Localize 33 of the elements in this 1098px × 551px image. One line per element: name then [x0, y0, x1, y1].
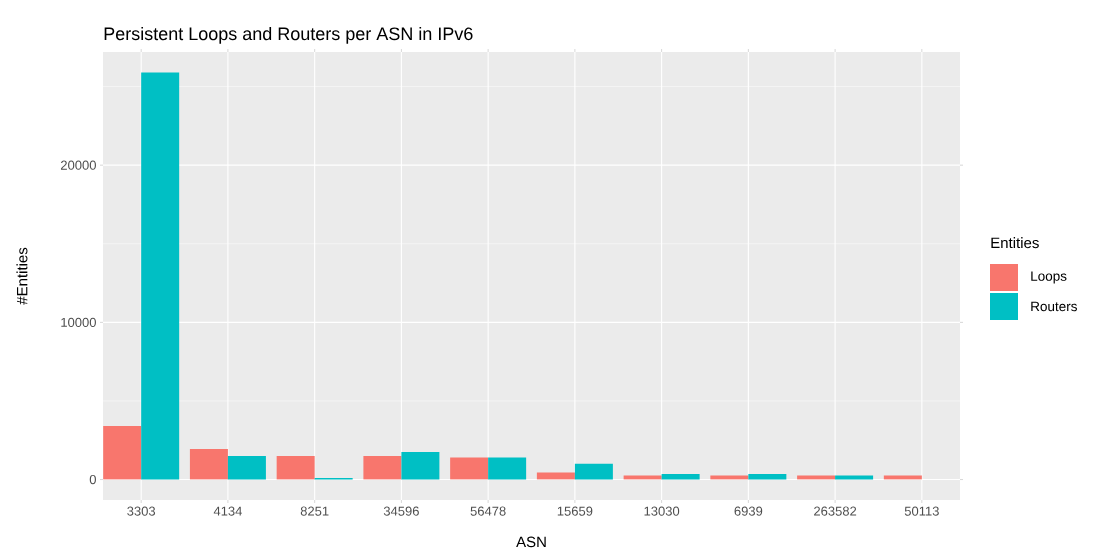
x-tick-label: 13030	[644, 506, 680, 516]
x-axis-title: ASN	[516, 536, 546, 548]
x-tick-label: 6939	[734, 506, 763, 516]
bar	[227, 455, 266, 480]
legend-label: Routers	[1031, 301, 1077, 312]
bar	[103, 426, 142, 480]
x-tick-label: 263582	[814, 506, 857, 516]
bar	[401, 452, 440, 480]
chart-title: Persistent Loops and Routers per ASN in IPv6	[104, 26, 473, 44]
legend-label: Loops	[1031, 271, 1067, 284]
x-tick-label: 3303	[127, 506, 156, 516]
x-tick-label: 50113	[904, 506, 939, 516]
bar	[141, 72, 180, 480]
bar	[574, 463, 613, 480]
bar	[488, 457, 527, 480]
y-axis-title: #Entities	[16, 247, 28, 305]
x-tick-label: 8251	[300, 506, 329, 516]
bar	[835, 475, 874, 480]
y-tick-label: 0	[89, 474, 96, 485]
legend-title: Entities	[991, 237, 1039, 249]
y-tick-label: 10000	[61, 317, 96, 327]
bar	[363, 455, 402, 480]
bar	[748, 474, 787, 480]
x-tick-label: 4134	[213, 506, 242, 516]
x-tick-label: 56478	[470, 506, 506, 516]
x-tick-label: 34596	[383, 506, 419, 516]
bar	[450, 457, 489, 480]
bar	[189, 448, 228, 480]
bar	[276, 455, 315, 480]
bar	[661, 474, 700, 480]
bar	[536, 472, 575, 480]
y-tick-label: 20000	[60, 160, 96, 170]
x-tick-label: 15659	[557, 506, 593, 516]
